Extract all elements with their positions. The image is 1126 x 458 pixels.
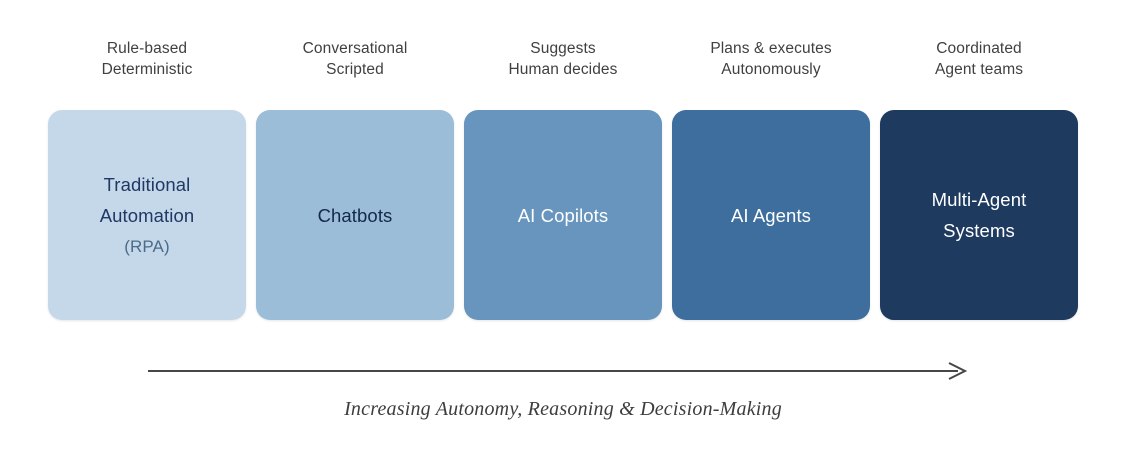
stage-header-3-line2: Autonomously <box>721 61 821 78</box>
stage-box-1-label: Chatbots <box>318 200 393 231</box>
diagram-caption: Increasing Autonomy, Reasoning & Decisio… <box>344 398 782 420</box>
stage-box-0-line1: Traditional <box>103 173 191 195</box>
stage-header-4: Coordinated Agent teams <box>880 38 1078 80</box>
stage-box-traditional-automation[interactable]: Traditional Automation (RPA) <box>48 110 246 320</box>
stage-box-4-line1: Multi-Agent <box>931 189 1027 210</box>
stage-box-2-label: AI Copilots <box>518 200 609 231</box>
stage-header-1-line1: Conversational <box>302 40 408 57</box>
stage-box-ai-copilots[interactable]: AI Copilots <box>464 110 662 320</box>
stage-header-4-line1: Coordinated <box>936 40 1022 57</box>
stage-box-0-line2: Automation <box>99 204 195 226</box>
stage-box-multi-agent-systems[interactable]: Multi-Agent Systems <box>880 110 1078 320</box>
stage-box-0-label: Traditional Automation (RPA) <box>100 169 195 262</box>
stage-header-2-line2: Human decides <box>508 61 618 78</box>
stage-box-3-line1: AI Agents <box>730 204 812 226</box>
stage-header-1: Conversational Scripted <box>256 38 454 80</box>
progression-arrow <box>148 358 968 384</box>
stage-box-3-label: AI Agents <box>731 200 811 231</box>
stage-box-0-line3: (RPA) <box>124 236 170 256</box>
stage-box-1-line1: Chatbots <box>317 204 393 226</box>
stage-header-2: Suggests Human decides <box>464 38 662 80</box>
arrow-right-icon <box>148 362 968 380</box>
stage-boxes-row: Traditional Automation (RPA) Chatbots AI… <box>48 110 1078 320</box>
stage-box-4-label: Multi-Agent Systems <box>932 184 1027 246</box>
stage-header-2-line1: Suggests <box>530 40 596 57</box>
stage-header-0: Rule-based Deterministic <box>48 38 246 80</box>
stage-header-1-line2: Scripted <box>326 61 384 78</box>
stage-header-3: Plans & executes Autonomously <box>672 38 870 80</box>
stage-headers-row: Rule-based Deterministic Conversational … <box>48 38 1078 80</box>
stage-header-3-line1: Plans & executes <box>710 40 832 57</box>
stage-box-ai-agents[interactable]: AI Agents <box>672 110 870 320</box>
stage-box-chatbots[interactable]: Chatbots <box>256 110 454 320</box>
stage-header-4-line2: Agent teams <box>934 61 1024 78</box>
stage-box-4-line2: Systems <box>943 220 1015 241</box>
stage-header-0-line2: Deterministic <box>101 61 193 78</box>
stage-header-0-line1: Rule-based <box>106 40 188 57</box>
stage-box-2-line1: AI Copilots <box>517 204 609 226</box>
